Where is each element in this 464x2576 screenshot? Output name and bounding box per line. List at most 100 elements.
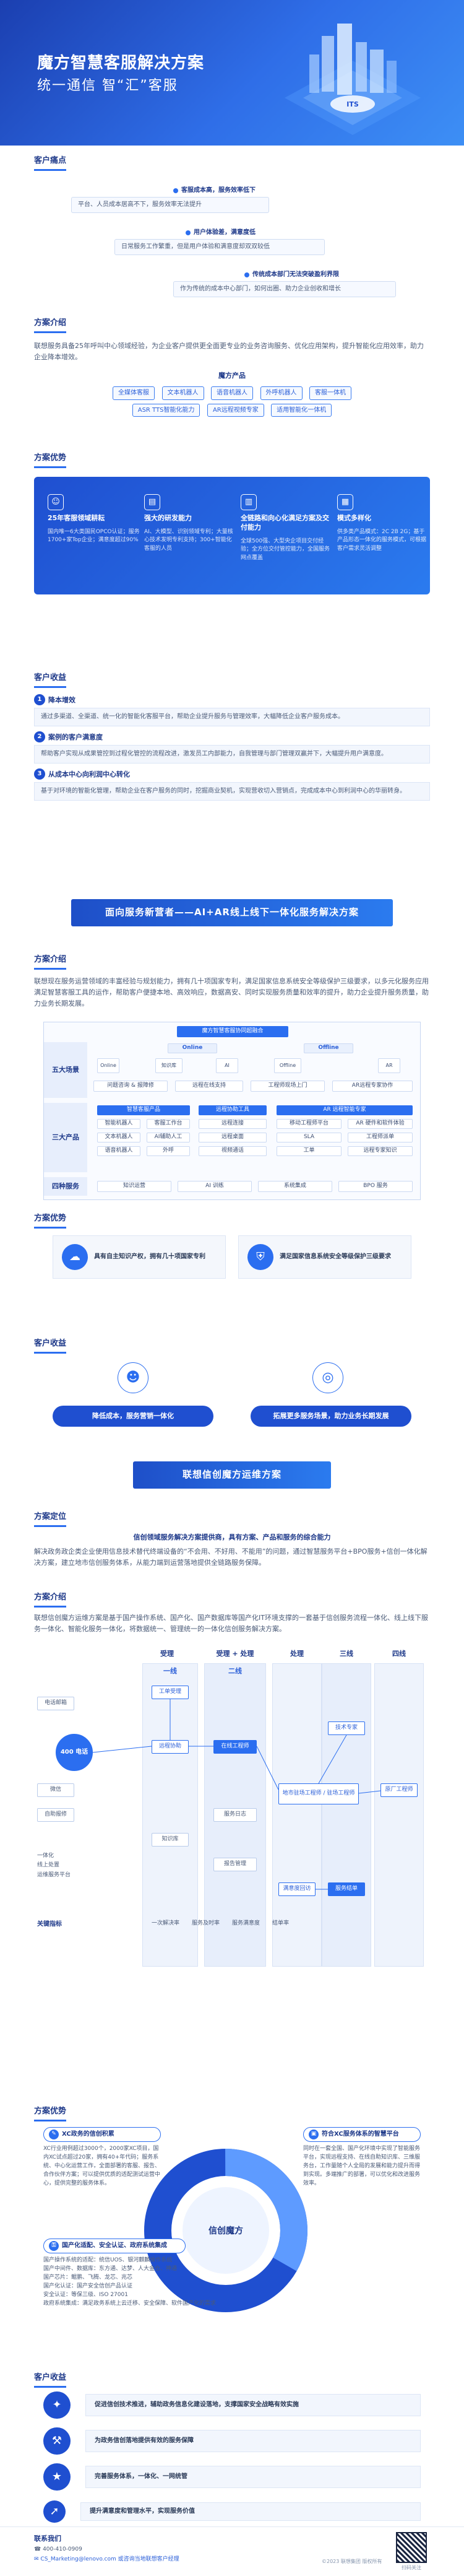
product-head: 远程协助工具: [199, 1105, 267, 1115]
section-banner-2: 联想信创魔方运维方案: [133, 1461, 331, 1489]
product-chip: 语音机器人: [97, 1146, 140, 1156]
adv-col-desc: 全球500强、大型央企项目交付经验；全方位交付管控能力，全国服务网点覆盖: [241, 537, 330, 561]
report-node: 报告管理: [213, 1858, 257, 1871]
dot-icon: [244, 272, 249, 277]
gain-num: 3: [34, 768, 45, 780]
hero-title: 魔方智慧客服解决方案: [37, 54, 205, 72]
advantage3-tag: 方案优势: [34, 2105, 67, 2122]
left-label: 一体化: [37, 1853, 54, 1859]
platform-icon: ▣: [309, 2130, 319, 2139]
service-chip: 系统集成: [258, 1181, 332, 1192]
tech-node: 技术专家: [328, 1721, 365, 1735]
lane-head: 受理: [160, 1650, 174, 1658]
product-chip: 工程师派单: [348, 1133, 413, 1142]
advantage3-section: 方案优势: [34, 2105, 430, 2122]
gain3-text: 完善服务体系，一体化、一网统管: [85, 2466, 421, 2488]
service-chip: BPO 服务: [338, 1181, 413, 1192]
adv3-bottom: ⚿国产化适配、安全认证、政府系统集成 国产操作系统的适配：统信UOS、银河麒麟操…: [43, 2239, 266, 2308]
gain-title: 降本增效: [48, 695, 75, 704]
lane-4: [322, 1663, 371, 1967]
left-labels: 一体化 线上处置 运维服务平台: [37, 1852, 130, 1880]
advantage2-tag: 方案优势: [34, 1212, 67, 1229]
kpi-item: 一次解决率: [152, 1920, 180, 1926]
product-pill: ASR TTS智能化能力: [132, 403, 200, 417]
product-pill: AR远程视频专家: [207, 403, 264, 417]
adv-col-desc: AI、大模型、识别领域专利；大量核心技术发明专利支持；300+智能化客服的人员: [144, 528, 233, 552]
adv3-right-head: 符合XC服务体系的智慧平台: [322, 2131, 399, 2138]
scene-icon-knowledge: 知识库: [155, 1058, 183, 1073]
pain-body-1: 平台、人员成本居高不下，服务效率无法提升: [71, 197, 269, 213]
kpi-item: 服务及时率: [192, 1920, 220, 1926]
vendor-node: 原厂工程师: [380, 1783, 418, 1797]
product-chip: 外呼: [147, 1146, 190, 1156]
pain-tag: 客户痛点: [34, 155, 67, 172]
intro2-text: 联想现在服务运营领域的丰富经验与规划能力，拥有几十项国家专利，满足国家信息系统安…: [34, 977, 429, 1008]
lane-5: [374, 1663, 424, 1967]
section-banner-1: 面向服务新营者——AI+AR线上线下一体化服务解决方案: [71, 899, 393, 926]
left-label: 线上处置: [37, 1862, 60, 1869]
arch-row3-label: 四种服务: [44, 1177, 87, 1196]
intro2-tag: 方案介绍: [34, 954, 67, 970]
onsite-node: 地市驻场工程师 / 驻场工程师: [278, 1783, 359, 1804]
contact-label: 联系我们: [34, 2535, 61, 2543]
adv-col-title: 25年客服领域耕耘: [48, 514, 105, 522]
gain-body: 通过多渠道、全渠道、统一化的智能化客服平台，帮助企业提升服务与管理效率，大幅降低…: [34, 708, 430, 727]
adv3-bullet: 国产中间件、数据库：东方通、达梦、人大金仓、神通: [43, 2265, 178, 2272]
code-icon: ✎: [49, 2130, 59, 2139]
advantage2-card-1: ☁ 具有自主知识产权，拥有几十项国家专利: [53, 1235, 226, 1279]
position-section: 方案定位 信创领域服务解决方案提供商，具有方案、产品和服务的综合能力 解决政务政…: [34, 1511, 430, 1569]
intro-tag: 方案介绍: [34, 317, 67, 334]
adv-col-title: 全链路和向心化满足方案及交付能力: [241, 514, 329, 531]
adv3-bullet: 安全认证：等保三级、ISO 27001: [43, 2291, 128, 2298]
shield-icon: ⛨: [247, 1244, 273, 1270]
hero-badge: ITS: [346, 100, 359, 108]
footer: 联系我们 ☎ 400-410-0909 ✉ CS_Marketing@lenov…: [0, 2526, 464, 2576]
position-headline: 信创领域服务解决方案提供商，具有方案、产品和服务的综合能力: [133, 1533, 331, 1542]
ring-center: 信创魔方: [208, 2226, 243, 2236]
advantage2-card-2: ⛨ 满足国家信息系统安全等级保护三级要求: [238, 1235, 411, 1279]
cloud-icon: ☁: [62, 1244, 88, 1270]
product-pill: 语音机器人: [211, 386, 253, 400]
phone-text: 400-410-0909: [43, 2546, 82, 2552]
gain3-text: 提升满意度和管理水平，实现服务价值: [80, 2502, 421, 2521]
kpi-label: 关键指标: [37, 1921, 62, 1928]
service-chip: AI 训练: [178, 1181, 252, 1192]
intro-text: 联想服务具备25年呼叫中心领域经验，为企业客户提供更全面更专业的业务咨询服务、优…: [34, 342, 424, 362]
adv-col-2: ▤ 强大的研发能力 AI、大模型、识别领域专利；大量核心技术发明专利支持；300…: [144, 494, 237, 553]
adv3-bullet: 国产芯片：鲲鹏、飞腾、龙芯、兆芯: [43, 2274, 133, 2281]
product-chip: AI辅助人工: [147, 1133, 190, 1142]
adv-col-desc: 供多类产品模式：2C 2B 2G；基于产品形态一体化的服务模式，可根据客户需求灵…: [337, 528, 427, 552]
product-chip: SLA: [277, 1133, 342, 1142]
product-pill: 客服一体机: [309, 386, 351, 400]
wechat-node: 微信: [37, 1783, 74, 1797]
knowledge-node: 知识库: [152, 1833, 189, 1847]
scene-chip: 远程在线支持: [175, 1081, 243, 1092]
product-chip: 工单: [277, 1146, 342, 1156]
city-illustration: ITS: [285, 24, 421, 135]
adv-col-title: 模式多样化: [337, 514, 371, 522]
footer-email[interactable]: ✉ CS_Marketing@lenovo.com 或咨询当地联想客户经理: [34, 2556, 179, 2562]
star-icon: ★: [43, 2463, 71, 2491]
pain-head-text: 传统成本部门无法突破盈利界限: [252, 271, 339, 278]
advantage2-text: 满足国家信息系统安全等级保护三级要求: [280, 1253, 391, 1261]
email-text[interactable]: CS_Marketing@lenovo.com 或咨询当地联想客户经理: [40, 2556, 179, 2562]
pain-head-text: 客服成本高，服务效率低下: [181, 187, 256, 194]
position-tag: 方案定位: [34, 1511, 67, 1528]
gain-title: 从成本中心向利润中心转化: [48, 770, 130, 778]
scene-chip: 问题咨询 & 报障修: [93, 1081, 168, 1092]
advantage1-tag: 方案优势: [34, 452, 67, 469]
ticket-node: 工单受理: [152, 1686, 189, 1699]
sat-node: 满意度回访: [278, 1882, 316, 1896]
advantage2-section: 方案优势: [34, 1212, 430, 1229]
adv3-left-head: XC政务的信创积累: [62, 2131, 114, 2138]
product-chip: 远程桌面: [199, 1133, 267, 1142]
footer-phone: ☎ 400-410-0909: [34, 2546, 82, 2552]
scene-icon-ar: AR: [378, 1058, 400, 1073]
email-node: 电话邮箱: [37, 1697, 74, 1710]
product-pill: 全媒体客服: [113, 386, 155, 400]
product-chip: 移动工程师平台: [277, 1119, 342, 1129]
